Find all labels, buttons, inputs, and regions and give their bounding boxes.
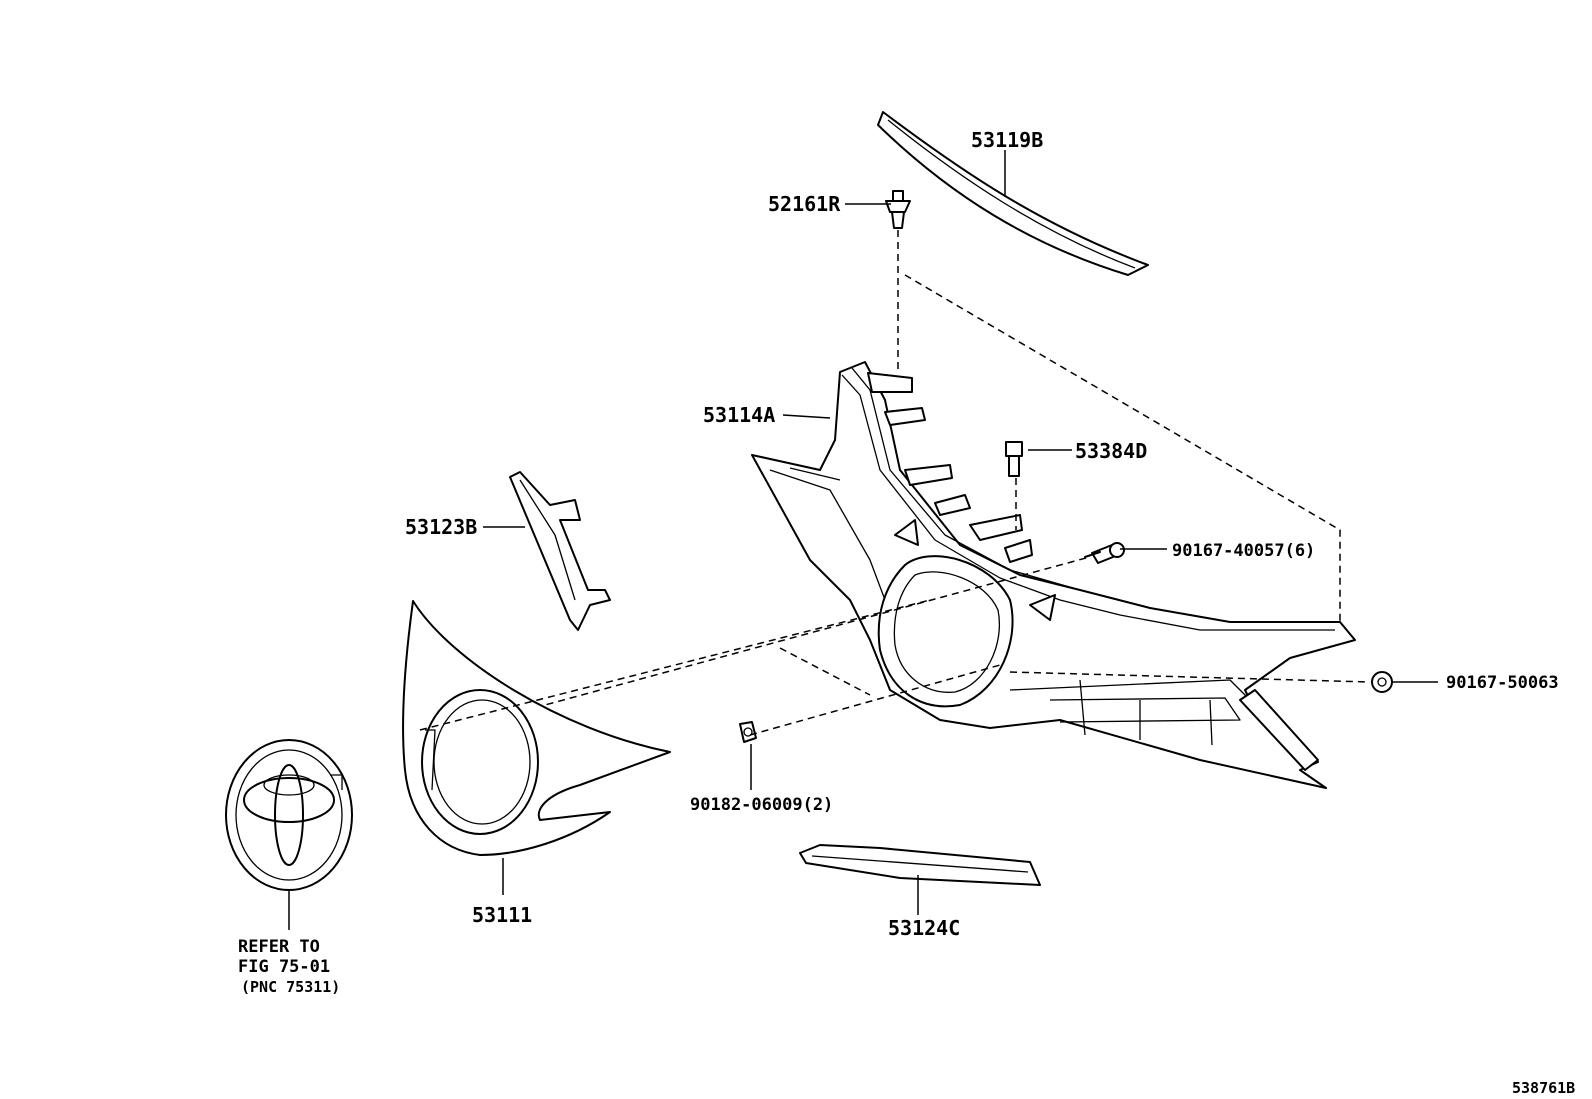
toyota-emblem[interactable] (225, 739, 353, 891)
label-53114A: 53114A (703, 403, 775, 427)
refer-to-line3: (PNC 75311) (241, 978, 340, 996)
part-53114A-grille[interactable] (751, 361, 1356, 789)
label-90167-50063: 90167-50063 (1446, 673, 1559, 693)
part-53119B-molding[interactable] (877, 111, 1149, 276)
part-53111-bezel[interactable] (402, 600, 671, 856)
label-53123B: 53123B (405, 515, 477, 539)
part-52161R-clip[interactable] (885, 190, 911, 229)
label-52161R: 52161R (768, 192, 841, 216)
label-53124C: 53124C (888, 916, 960, 940)
label-53384D: 53384D (1075, 439, 1147, 463)
label-53119B: 53119B (971, 128, 1043, 152)
part-90167-50063-nut[interactable] (1371, 671, 1393, 693)
label-90167-40057: 90167-40057(6) (1172, 541, 1315, 561)
assembly-lines (419, 230, 1371, 736)
part-90182-06009-nut[interactable] (739, 721, 757, 743)
refer-to-line1: REFER TO (238, 937, 320, 957)
part-90167-40057-screw[interactable] (1084, 542, 1125, 564)
part-53384D-bolt[interactable] (1005, 441, 1023, 477)
figure-id: 538761B (1512, 1079, 1575, 1097)
refer-to-line2: FIG 75-01 (238, 957, 330, 977)
part-53124C-molding[interactable] (799, 844, 1041, 886)
leader-lines (288, 150, 1438, 930)
label-53111: 53111 (472, 903, 532, 927)
label-90182-06009: 90182-06009(2) (690, 795, 833, 815)
part-53123B-molding[interactable] (509, 471, 611, 631)
